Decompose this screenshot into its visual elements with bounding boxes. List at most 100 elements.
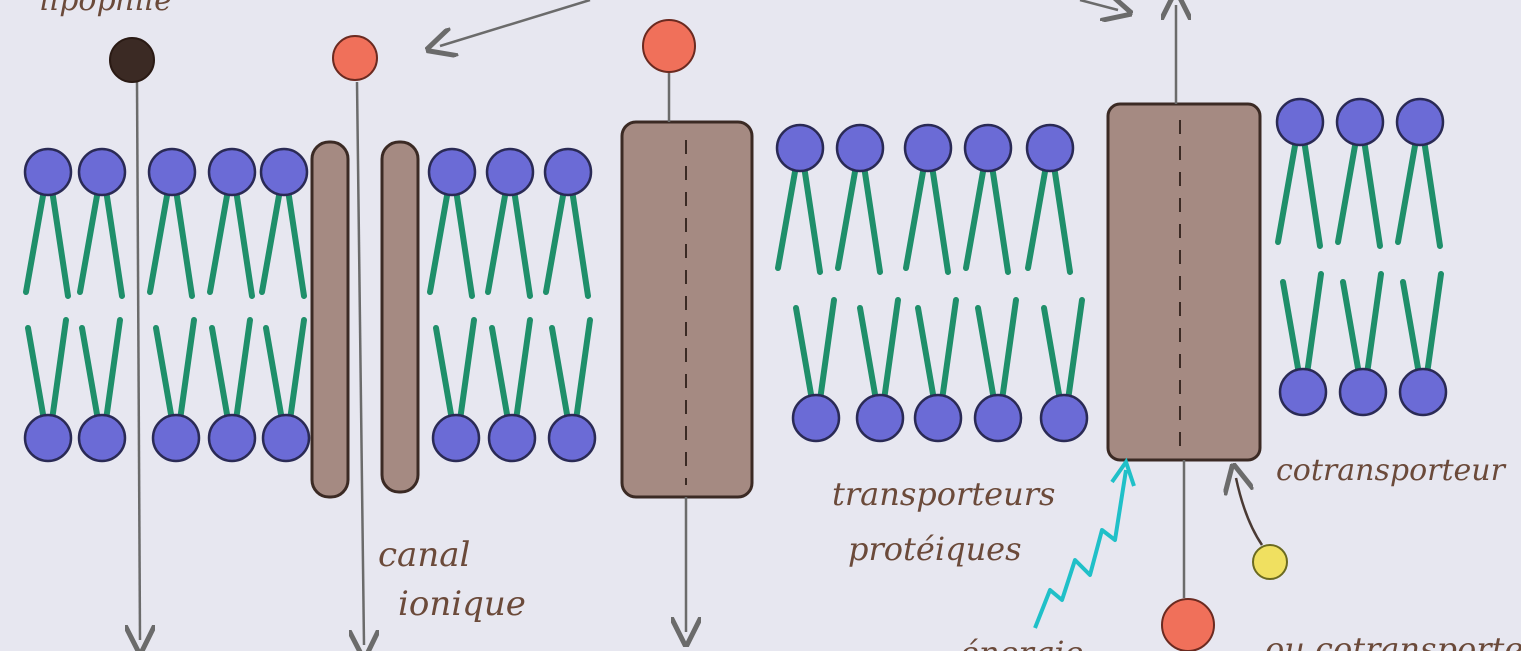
lipid-tail bbox=[546, 190, 564, 292]
lipid-tail bbox=[492, 328, 508, 420]
top-diagonal-arrow bbox=[440, 0, 590, 46]
cotransported-molecule bbox=[1253, 545, 1287, 579]
lipid-head bbox=[857, 395, 903, 441]
lipid-tail bbox=[1068, 300, 1082, 400]
lipid-tail bbox=[150, 190, 168, 292]
lipid-tail bbox=[1307, 274, 1321, 374]
lipid-tail bbox=[966, 166, 984, 268]
lipid-tail bbox=[1364, 140, 1380, 246]
lipid-head bbox=[25, 415, 71, 461]
lipid-head bbox=[25, 149, 71, 195]
lipid-tail bbox=[860, 308, 876, 400]
lipid-tail bbox=[820, 300, 834, 400]
lipid-tail bbox=[942, 300, 956, 400]
lipid-tail bbox=[1283, 282, 1299, 374]
lipid-tail bbox=[516, 320, 530, 420]
lipid-tail bbox=[1367, 274, 1381, 374]
lipid-tail bbox=[236, 320, 250, 420]
lipid-tail bbox=[1028, 166, 1046, 268]
lipid-tail bbox=[1338, 140, 1356, 242]
lipid-head bbox=[1340, 369, 1386, 415]
transported-molecule-1 bbox=[643, 20, 695, 72]
protein-transporter-2 bbox=[1108, 104, 1260, 460]
lipid-head bbox=[263, 415, 309, 461]
lipid-tail bbox=[864, 166, 880, 272]
lipid-tail bbox=[28, 328, 44, 420]
lipid-tail bbox=[460, 320, 474, 420]
lipid-head bbox=[837, 125, 883, 171]
lipid-tail bbox=[180, 320, 194, 420]
lipid-head bbox=[777, 125, 823, 171]
lipid-tail bbox=[1304, 140, 1320, 246]
label-proteiques: protéiques bbox=[848, 530, 1022, 568]
lipid-tail bbox=[572, 190, 588, 296]
lipid-tail bbox=[236, 190, 252, 296]
cotransporter-pointer-arrow bbox=[1236, 478, 1262, 545]
lipid-head bbox=[1027, 125, 1073, 171]
lipid-tail bbox=[288, 190, 304, 296]
diagram-labels: lipophile canal ionique transporteurs pr… bbox=[40, 0, 1521, 651]
lipid-head bbox=[429, 149, 475, 195]
lipid-tail bbox=[26, 190, 44, 292]
lipid-head bbox=[209, 149, 255, 195]
label-ou-cotransport: ou cotransporteur bbox=[1265, 630, 1521, 651]
lipid-head bbox=[545, 149, 591, 195]
ion-molecule bbox=[333, 36, 377, 80]
lipid-tail bbox=[156, 328, 172, 420]
lipid-head bbox=[79, 149, 125, 195]
ion-channel-path-arrow bbox=[357, 82, 364, 645]
lipid-head bbox=[965, 125, 1011, 171]
lipid-tail bbox=[1054, 166, 1070, 272]
label-lipophile: lipophile bbox=[40, 0, 172, 18]
lipid-head bbox=[489, 415, 535, 461]
lipid-tail bbox=[436, 328, 452, 420]
lipid-tail bbox=[1427, 274, 1441, 374]
lipid-tail bbox=[106, 190, 122, 296]
lipid-head bbox=[487, 149, 533, 195]
lipid-tail bbox=[456, 190, 472, 296]
lipid-head bbox=[79, 415, 125, 461]
lipid-tail bbox=[906, 166, 924, 268]
lipid-head bbox=[1397, 99, 1443, 145]
lipid-head bbox=[915, 395, 961, 441]
lipid-tail bbox=[1278, 140, 1296, 242]
lipid-tail bbox=[932, 166, 948, 272]
lipid-head bbox=[905, 125, 951, 171]
lipophilic-molecule bbox=[110, 38, 154, 82]
lipid-tail bbox=[778, 166, 796, 268]
lipid-tail bbox=[978, 308, 994, 400]
lipid-head bbox=[1041, 395, 1087, 441]
ion-channel-left-wall bbox=[312, 142, 348, 497]
lipid-tail bbox=[80, 190, 98, 292]
lipid-tail bbox=[576, 320, 590, 420]
lipid-head bbox=[1277, 99, 1323, 145]
lipid-tail bbox=[212, 328, 228, 420]
lipid-head bbox=[433, 415, 479, 461]
lipid-tail bbox=[488, 190, 506, 292]
lipid-tail bbox=[290, 320, 304, 420]
lipid-tail bbox=[52, 320, 66, 420]
transported-molecule-2 bbox=[1162, 599, 1214, 651]
lipid-tail bbox=[796, 308, 812, 400]
lipid-tail bbox=[1424, 140, 1440, 246]
ion-channel-right-wall bbox=[382, 142, 418, 492]
label-ionique: ionique bbox=[398, 584, 526, 624]
label-energie: énergie bbox=[960, 634, 1083, 651]
lipid-head bbox=[975, 395, 1021, 441]
lipid-tail bbox=[804, 166, 820, 272]
lipid-tail bbox=[430, 190, 448, 292]
top-right-arrow bbox=[1080, 0, 1118, 10]
lipid-head bbox=[1337, 99, 1383, 145]
lipophile-path-arrow bbox=[137, 82, 140, 640]
label-cotransporteur: cotransporteur bbox=[1276, 453, 1507, 488]
lipid-tail bbox=[884, 300, 898, 400]
lipid-tail bbox=[82, 328, 98, 420]
lipid-tail bbox=[918, 308, 934, 400]
lipid-head bbox=[153, 415, 199, 461]
lipid-tail bbox=[210, 190, 228, 292]
lipid-tail bbox=[1002, 300, 1016, 400]
lipid-tail bbox=[992, 166, 1008, 272]
lipid-tail bbox=[262, 190, 280, 292]
lipid-head bbox=[209, 415, 255, 461]
